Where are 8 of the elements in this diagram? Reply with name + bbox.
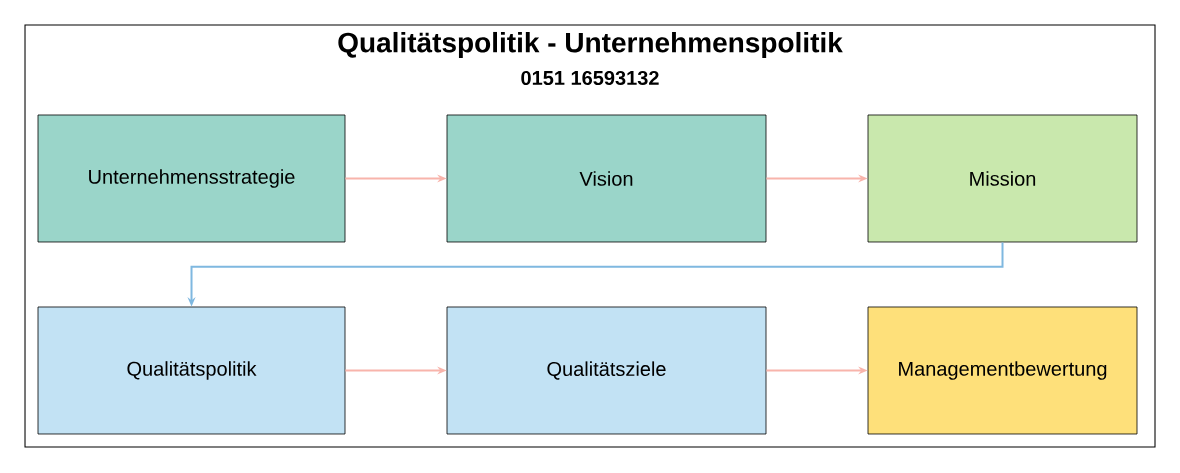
process-box: Mission [867, 114, 1138, 243]
subtitle: 0151 16593132 [521, 70, 659, 86]
process-box: Managementbewertung [867, 306, 1138, 435]
process-box: Vision [446, 114, 767, 243]
process-box: Qualitätsziele [446, 306, 767, 435]
process-box: Qualitätspolitik [37, 306, 346, 435]
process-box: Unternehmensstrategie [37, 114, 346, 243]
title: Qualitätspolitik - Unternehmenspolitik [338, 31, 843, 59]
